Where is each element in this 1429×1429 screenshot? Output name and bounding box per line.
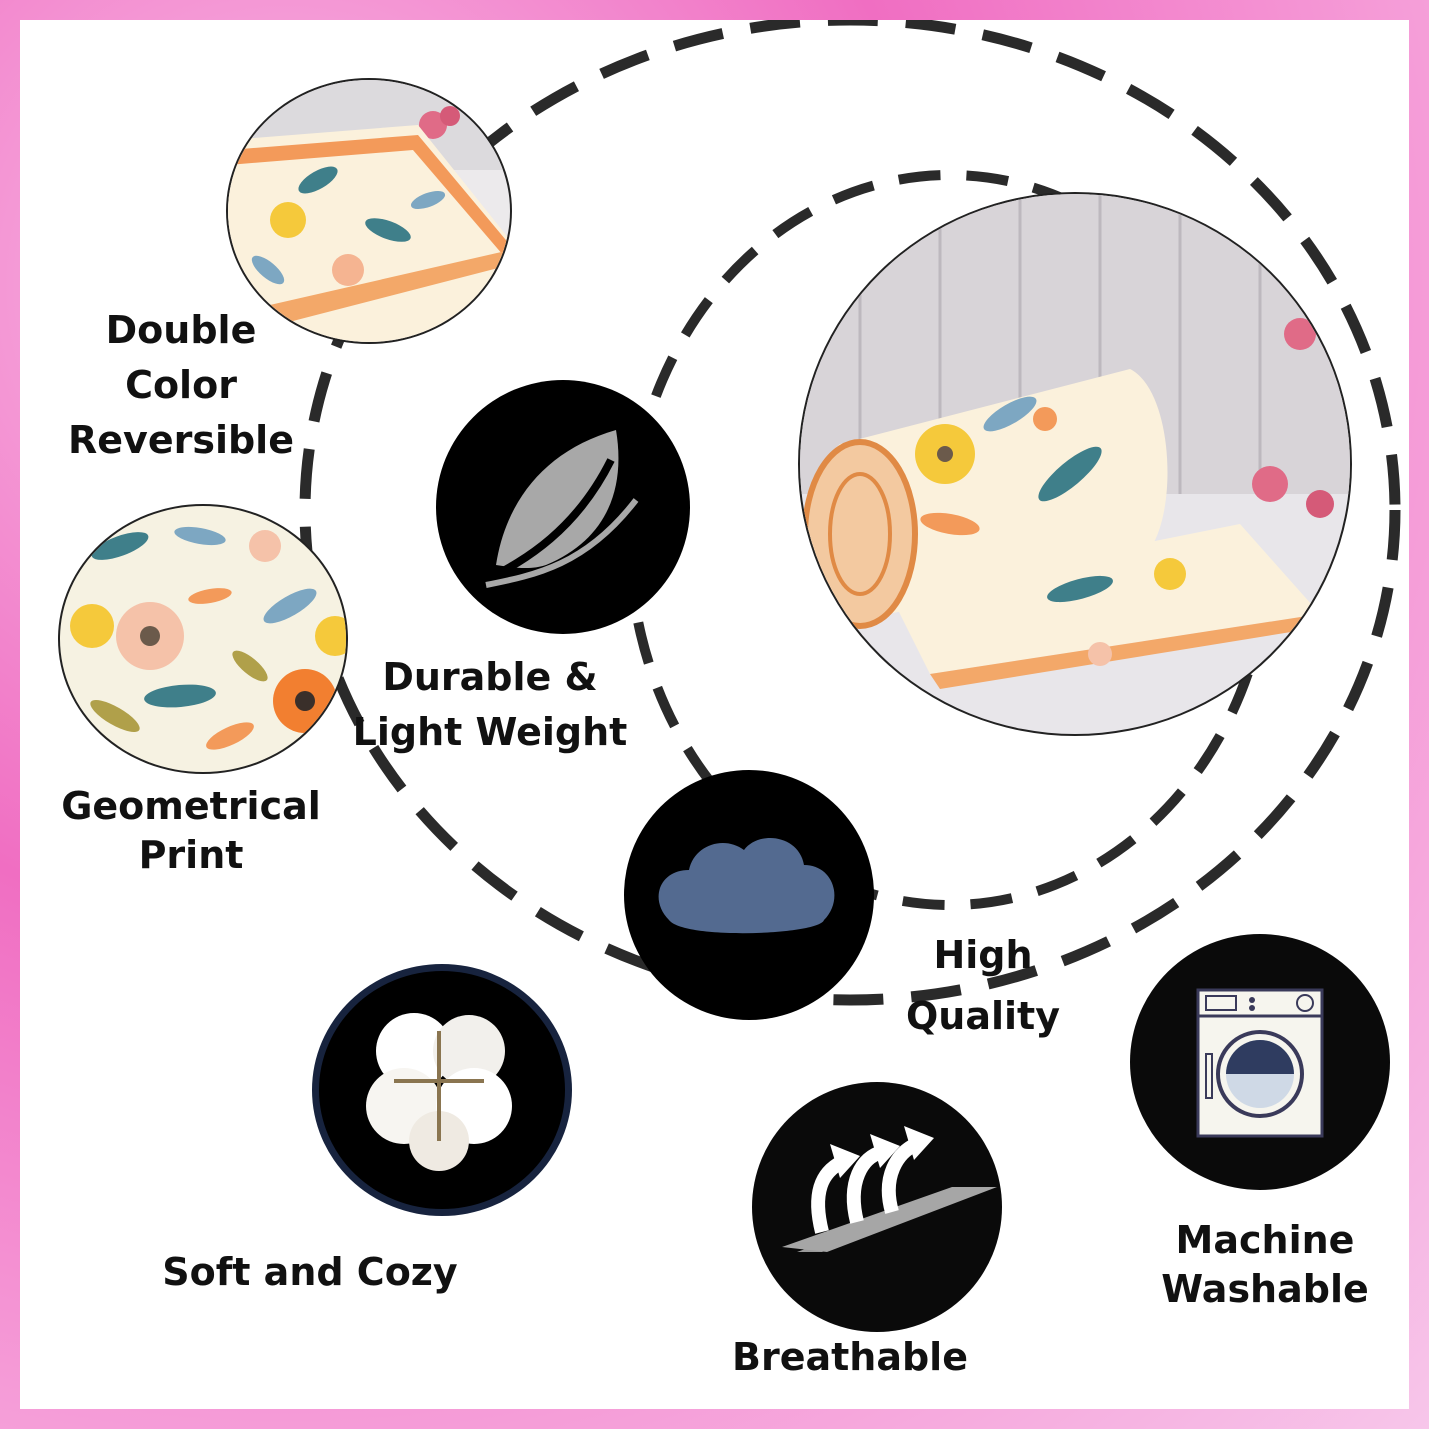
outer-dashed-ring: [299, 20, 1401, 1006]
folded-blanket-photo: [226, 78, 512, 344]
label-soft-and-cozy: Soft and Cozy: [162, 1250, 458, 1294]
label-durable-light-weight: Durable & Light Weight: [352, 655, 628, 755]
rolled-blanket-photo: [798, 192, 1352, 736]
infographic-panel: Double Color Reversible Geometrical Prin…: [20, 20, 1409, 1409]
leaf-icon: [436, 380, 690, 634]
label-geometrical-print: Geometrical Print: [61, 784, 321, 878]
label-breathable: Breathable: [732, 1335, 968, 1379]
cloud-icon: [624, 770, 874, 1020]
floral-print-photo: [58, 504, 348, 774]
label-high-quality: High Quality: [906, 933, 1060, 1038]
label-machine-washable: Machine Washable: [1161, 1218, 1369, 1312]
label-double-color-reversible: Double Color Reversible: [68, 308, 294, 463]
cotton-icon: [312, 964, 572, 1216]
washing-machine-icon: [1130, 934, 1390, 1190]
airflow-icon: [752, 1082, 1002, 1332]
